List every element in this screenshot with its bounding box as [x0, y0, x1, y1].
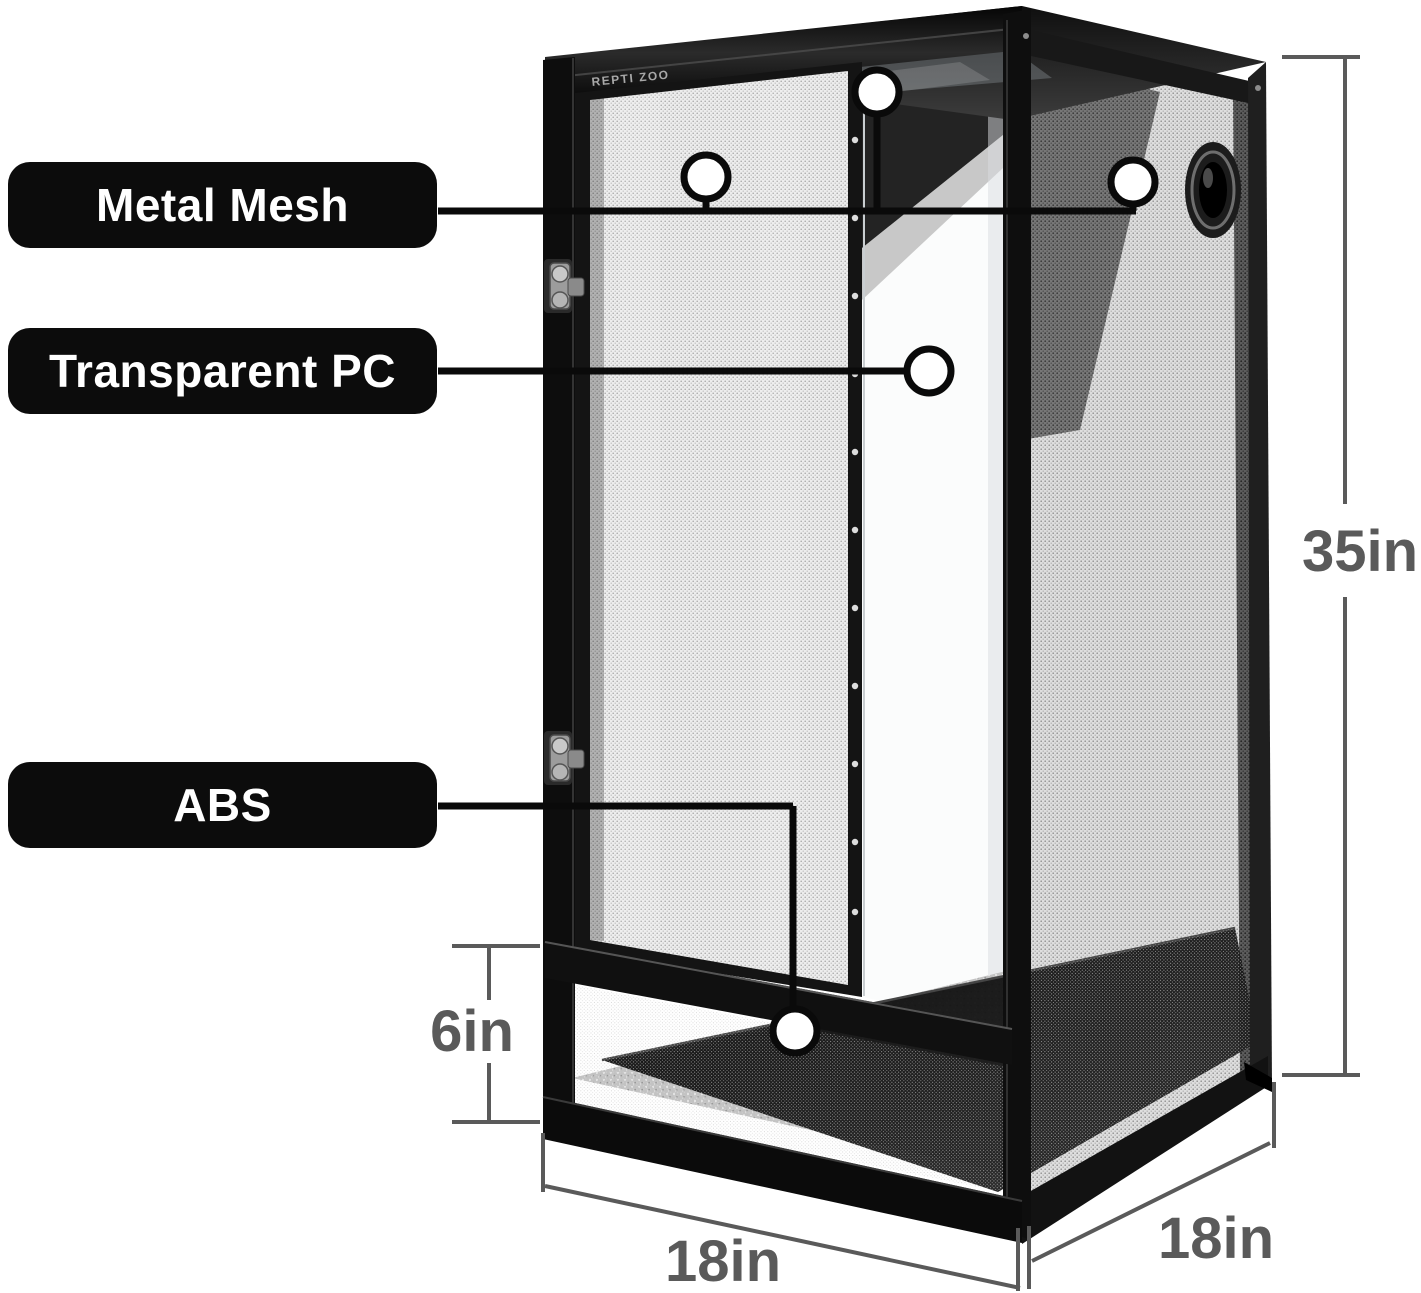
side-bottom-rail [1022, 1056, 1268, 1244]
dimension-width-label: 18in [664, 1229, 782, 1293]
callout-transparent-pc: Transparent PC [8, 328, 437, 414]
transparent-pc-panel [862, 47, 1003, 1026]
width-dimension-line [541, 1133, 1031, 1291]
callout-metal-mesh: Metal Mesh [8, 162, 437, 248]
callout-lines [438, 66, 1159, 1057]
dimension-height-label: 35in [1301, 519, 1419, 584]
mid-rail [545, 941, 1012, 1065]
callout-abs: ABS [8, 762, 437, 848]
door-hinge-top [544, 259, 585, 313]
callout-abs-label: ABS [173, 779, 272, 831]
left-front-post [543, 57, 575, 1137]
height-dimension-line [1282, 55, 1360, 1077]
callout-point [1107, 156, 1159, 208]
dimension-lines [452, 55, 1360, 1291]
door-hinge-bottom [544, 731, 585, 785]
callout-metal-mesh-label: Metal Mesh [96, 179, 349, 231]
corner-screw [1023, 33, 1029, 39]
cage: REPTI ZOO [542, 6, 1272, 1244]
lower-front-mesh [548, 980, 1012, 1194]
front-door [575, 62, 862, 997]
abs-callout-line [438, 802, 821, 1057]
side-top-rail [1022, 28, 1262, 106]
metal-mesh-callout-line [438, 66, 1159, 215]
cable-port-hole [1185, 142, 1241, 238]
depth-dimension-line [1031, 1082, 1276, 1263]
door-mesh [590, 71, 848, 985]
bottom-front-rail [543, 1096, 1022, 1243]
back-right-post [1248, 62, 1272, 1086]
base-height-dimension-line [452, 944, 540, 1124]
dimension-base-height-label: 6in [430, 999, 514, 1064]
front-right-post [1003, 9, 1031, 1240]
callout-point [903, 345, 955, 397]
callout-point [769, 1005, 821, 1057]
dimension-depth-label: 18in [1157, 1206, 1275, 1271]
callout-point [680, 151, 732, 203]
callout-transparent-pc-label: Transparent PC [49, 345, 396, 397]
callout-point [851, 66, 903, 118]
top-panel [553, 6, 1266, 120]
corner-screw [1255, 85, 1261, 91]
transparent-pc-callout-line [438, 345, 955, 397]
